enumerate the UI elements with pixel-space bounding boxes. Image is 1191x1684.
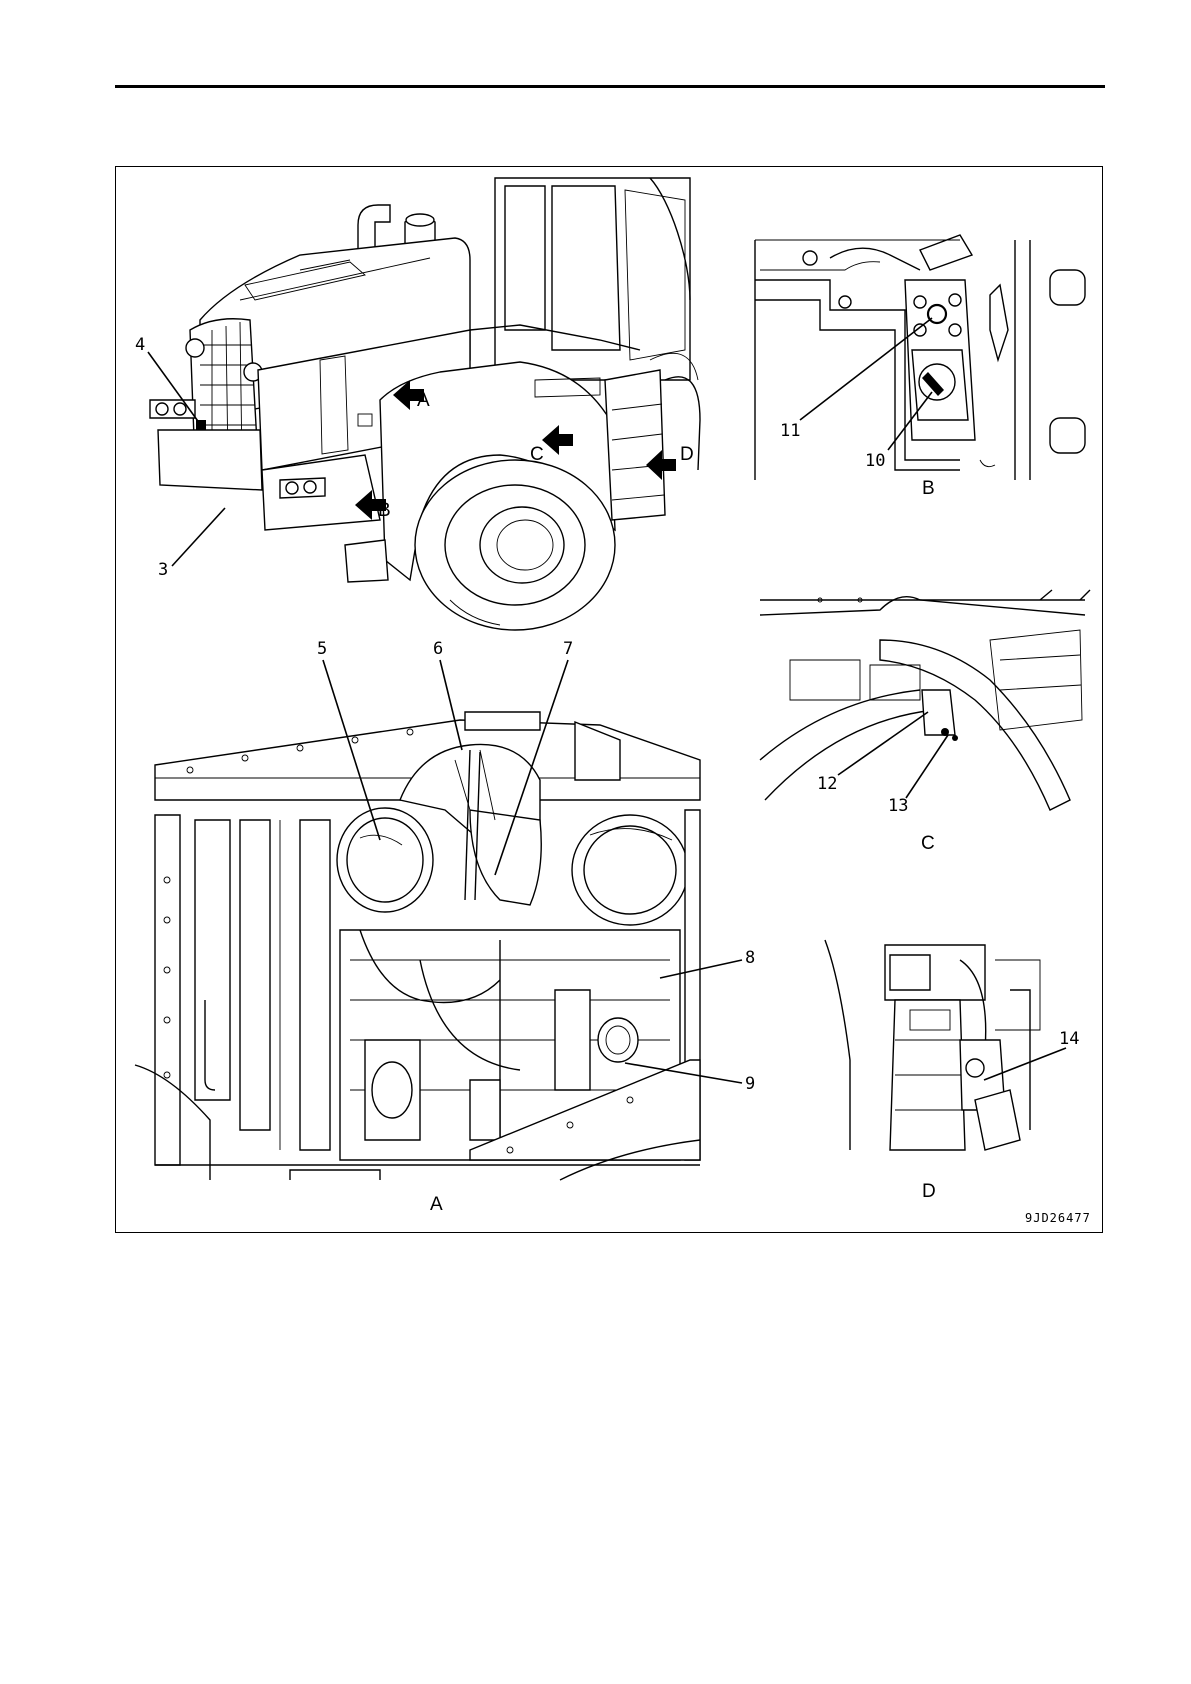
callout-13: 13 bbox=[888, 796, 908, 816]
arrow-label-c: C bbox=[530, 444, 544, 465]
callout-4: 4 bbox=[135, 335, 145, 355]
view-a-drawing bbox=[135, 712, 700, 1180]
callout-9: 9 bbox=[745, 1074, 755, 1094]
view-label-b: B bbox=[922, 478, 935, 499]
arrow-label-a: A bbox=[417, 390, 430, 411]
view-d-drawing bbox=[825, 940, 1040, 1150]
view-label-c: C bbox=[921, 833, 935, 854]
arrow-label-b: B bbox=[378, 500, 391, 521]
figure-code: 9JD26477 bbox=[1025, 1211, 1091, 1225]
callout-12: 12 bbox=[817, 774, 837, 794]
view-c-drawing bbox=[760, 590, 1090, 810]
callout-6: 6 bbox=[433, 639, 443, 659]
view-label-d: D bbox=[922, 1181, 936, 1202]
callout-3: 3 bbox=[158, 560, 168, 580]
callout-10: 10 bbox=[865, 451, 885, 471]
callout-11: 11 bbox=[780, 421, 800, 441]
callout-14: 14 bbox=[1059, 1029, 1079, 1049]
view-b-drawing bbox=[755, 235, 1085, 480]
callout-7: 7 bbox=[563, 639, 573, 659]
view-label-a: A bbox=[430, 1194, 443, 1215]
arrow-label-d: D bbox=[680, 444, 694, 465]
callout-5: 5 bbox=[317, 639, 327, 659]
callout-8: 8 bbox=[745, 948, 755, 968]
